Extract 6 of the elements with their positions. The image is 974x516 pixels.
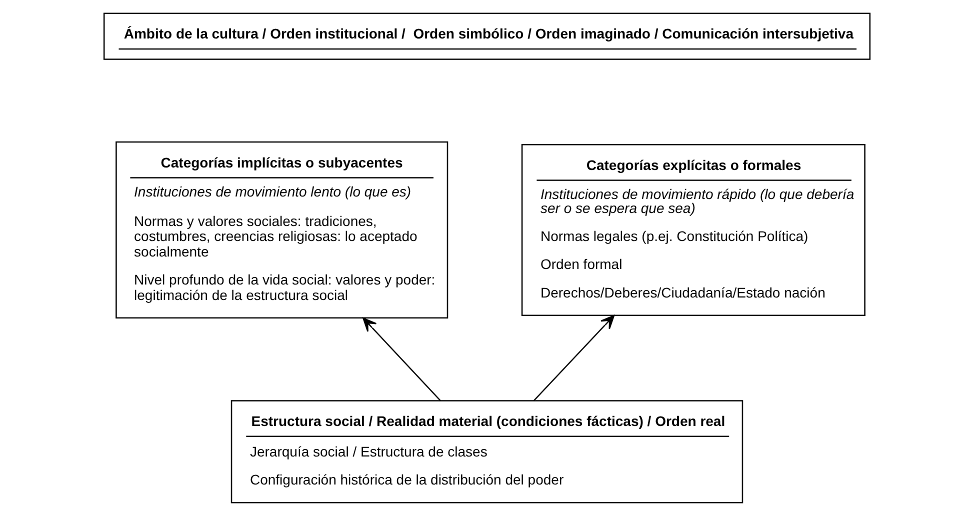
node-box: Categorías implícitas o subyacentes Instituciones de movimiento lento (lo que es) Normas y valores sociales: tradiciones, costumbres, creencias religiosas: lo aceptado socialmente Nivel profundo de la vida social: valores y poder: legitimación de la estructura social xyxy=(116,141,448,319)
arrow xyxy=(362,318,441,402)
arrow xyxy=(533,314,615,402)
node-box: Categorías explícitas o formales Instituciones de movimiento rápido (lo que debería ser o se espera que sea) Normas legales (p.ej. Constitución Política) Orden formal Derechos/Deberes/Ciudadanía/Estado nación xyxy=(521,144,866,316)
node-box: Ámbito de la cultura / Orden institucional / Orden simbólico / Orden imaginado / Comunicación intersubjetiva xyxy=(103,12,871,60)
node-box: Estructura social / Realidad material (condiciones fácticas) / Orden real Jerarquía social / Estructura de clases Configuración histórica de la distribución del poder xyxy=(230,400,744,504)
